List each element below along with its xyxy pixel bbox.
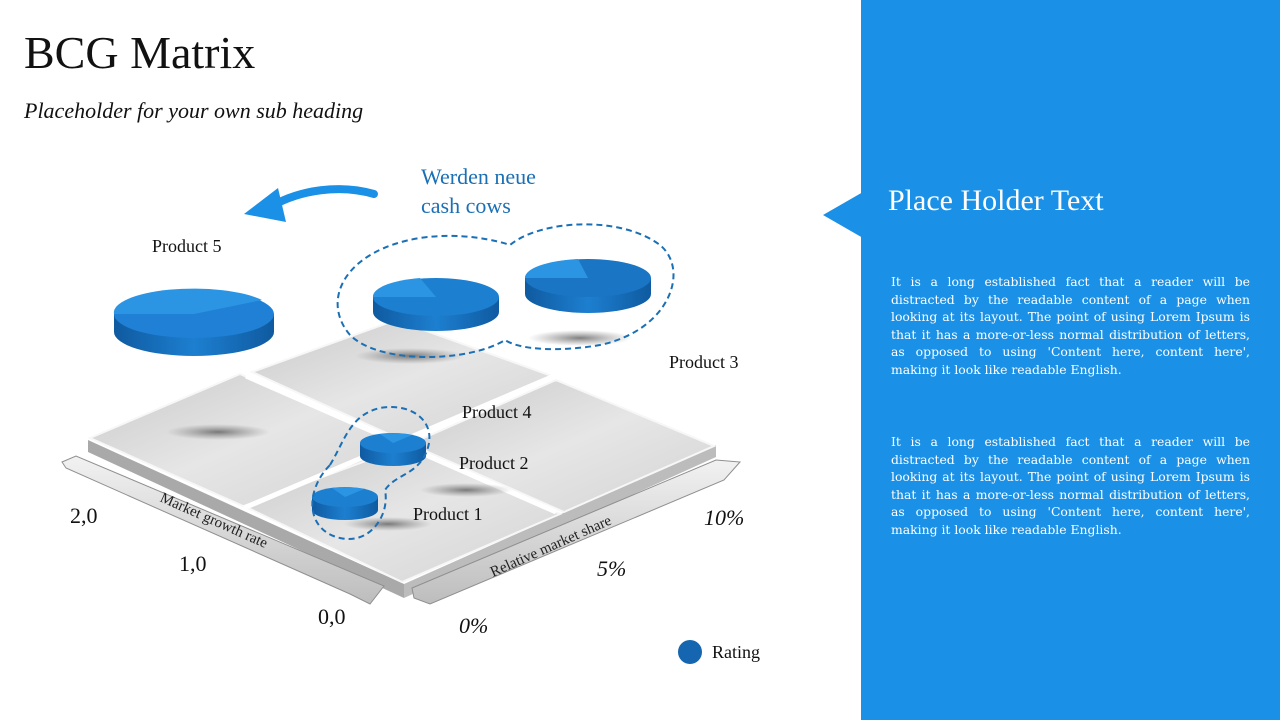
x-tick-middle: 5% bbox=[597, 556, 627, 581]
slide-subtitle: Placeholder for your own sub heading bbox=[24, 98, 364, 123]
panel-paragraph-1: It is a long established fact that a rea… bbox=[891, 274, 1250, 377]
cash-cow-highlight bbox=[336, 223, 675, 358]
pie-product-2 bbox=[360, 433, 426, 466]
panel-paragraph-2: It is a long established fact that a rea… bbox=[891, 434, 1250, 537]
matrix-graphic bbox=[61, 185, 742, 605]
pie-product-1 bbox=[312, 487, 378, 520]
product-1-2-highlight bbox=[311, 406, 431, 541]
label-product-3: Product 3 bbox=[669, 352, 739, 372]
x-axis-arrow bbox=[411, 459, 742, 605]
side-panel bbox=[861, 0, 1280, 720]
label-product-1: Product 1 bbox=[413, 504, 483, 524]
y-tick-top: 2,0 bbox=[70, 503, 98, 528]
cash-cow-arrow bbox=[244, 185, 378, 222]
panel-pointer bbox=[823, 192, 863, 238]
y-tick-bottom: 0,0 bbox=[318, 604, 346, 629]
label-product-2: Product 2 bbox=[459, 453, 529, 473]
y-tick-middle: 1,0 bbox=[179, 551, 207, 576]
y-axis-arrow bbox=[61, 455, 385, 605]
pie-product-3-right bbox=[524, 259, 651, 313]
panel-heading: Place Holder Text bbox=[888, 184, 1104, 217]
legend: Rating bbox=[678, 640, 760, 664]
label-product-4: Product 4 bbox=[462, 402, 532, 422]
legend-label: Rating bbox=[712, 641, 760, 662]
slide-title: BCG Matrix bbox=[24, 27, 256, 78]
pie-product-3-left bbox=[372, 278, 499, 331]
callout-text: Werden neue cash cows bbox=[421, 162, 536, 220]
label-product-5: Product 5 bbox=[152, 236, 222, 256]
callout-line-1: Werden neue bbox=[421, 164, 536, 189]
bcg-matrix-diagram: Werden neue cash cows Product 5 Product … bbox=[61, 162, 760, 664]
matrix-base bbox=[87, 318, 717, 598]
quadrant-top bbox=[407, 378, 717, 514]
callout-line-2: cash cows bbox=[421, 193, 511, 218]
legend-swatch bbox=[678, 640, 702, 664]
x-tick-low: 0% bbox=[459, 613, 489, 638]
pie-product-5 bbox=[113, 288, 274, 356]
x-tick-high: 10% bbox=[704, 505, 745, 530]
